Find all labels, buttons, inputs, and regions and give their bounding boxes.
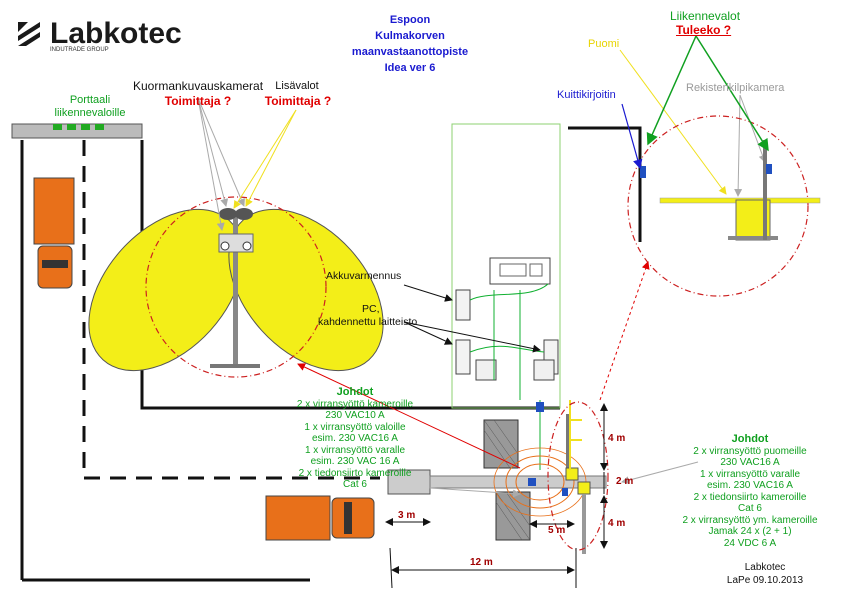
scale-station [387,400,607,554]
liikennevalot-label: Liikennevalot [670,9,741,23]
portaali-label-2: liikennevaloille [54,107,126,119]
johdot-left-heading: Johdot [336,386,374,398]
johdot-left-line: esim. 230 VAC16 A [312,433,398,445]
johdot-left-line: esim. 230 VAC 16 A [310,456,400,468]
dim-3m: 3 m [398,510,416,521]
johdot-left-line: 2 x tiedonsiirto kameroille [298,467,412,479]
johdot-right-line: 230 VAC16 A [720,457,780,469]
puomi-label: Puomi [588,38,620,50]
johdot-right-line: Jamak 24 x (2 + 1) [708,526,792,538]
gray-pointers-2 [429,461,699,498]
gate-barrier [640,140,821,241]
red-pointers [297,261,650,469]
johdot-right-line: 2 x tiedonsiirto kameroille [693,491,807,503]
tuleeko-label: Tuleeko ? [676,23,732,37]
lisavalot-label: Lisävalot [275,80,319,92]
road-center-dashes [82,140,380,480]
control-building [451,123,561,470]
pc-label-1: PC, [362,303,380,315]
johdot-left-line: 1 x virransyöttö varalle [304,444,406,456]
dim-5m: 5 m [548,525,566,536]
johdot-left-line: 1 x virransyöttö valoille [304,421,406,433]
johdot-left-line: 2 x virransyöttö kameroille [296,398,414,410]
green-pointers [646,35,769,152]
johdot-right-line: 24 VDC 6 A [723,537,777,549]
kuittikirjoitin-label: Kuittikirjoitin [557,89,616,101]
dim-4m-top: 4 m [608,433,626,444]
road-lines [20,126,642,582]
akkuvarmennus-label: Akkuvarmennus [326,270,402,282]
dimension-lines [385,403,608,589]
pc-label-2: kahdennettu laitteisto [318,316,418,328]
johdot-right-line: Cat 6 [738,503,762,515]
kuorman-toimittaja-label: Toimittaja ? [164,94,232,108]
dim-4m-bottom: 4 m [608,518,626,529]
logo-mark-icon [16,20,44,48]
johdot-right-line: 2 x virransyöttö ym. kameroille [682,514,818,526]
truck-bottom [265,495,375,541]
rekisterikilpikamera-label: Rekisterikilpikamera [686,82,785,94]
scale-zone-ellipse [547,401,609,551]
title-line-1: Espoon [389,14,431,26]
gate-zone-circle [627,115,809,297]
traffic-light-portal [11,123,143,139]
blue-pointer [621,103,643,170]
johdot-right-line: 1 x virransyöttö varalle [699,468,801,480]
title-line-3: maanvastaanottopiste [351,46,469,58]
title-line-4: Idea ver 6 [384,62,436,74]
dim-12m: 12 m [470,557,493,568]
lisavalot-toimittaja-label: Toimittaja ? [264,94,332,108]
truck-left [33,177,75,289]
johdot-right: Johdot 2 x virransyöttö puomeille 230 VA… [670,433,830,549]
black-pointers [403,284,541,353]
camera-zone-circle [145,196,327,378]
yellow-pointers [233,49,727,209]
light-cones [88,208,384,372]
johdot-right-line: 2 x virransyöttö puomeille [693,445,807,457]
johdot-left-line: Cat 6 [343,479,367,491]
kuorman-kamerat-label: Kuormankuvauskamerat [132,79,264,93]
johdot-left-line: 230 VAC10 A [325,410,385,422]
footer-company: Labkotec [744,562,786,573]
footer-author-date: LaPe 09.10.2013 [726,575,804,586]
title-line-2: Kulmakorven [375,30,445,42]
johdot-right-heading: Johdot [731,433,769,445]
logo-brand: Labkotec [50,17,182,50]
johdot-right-line: esim. 230 VAC16 A [707,480,793,492]
camera-pole [210,208,260,368]
johdot-left: Johdot 2 x virransyöttö kameroille 230 V… [270,386,440,491]
logo-group: INDUTRADE GROUP [50,47,109,53]
dim-2m: 2 m [616,476,634,487]
portaali-label-1: Porttaali [69,94,111,106]
